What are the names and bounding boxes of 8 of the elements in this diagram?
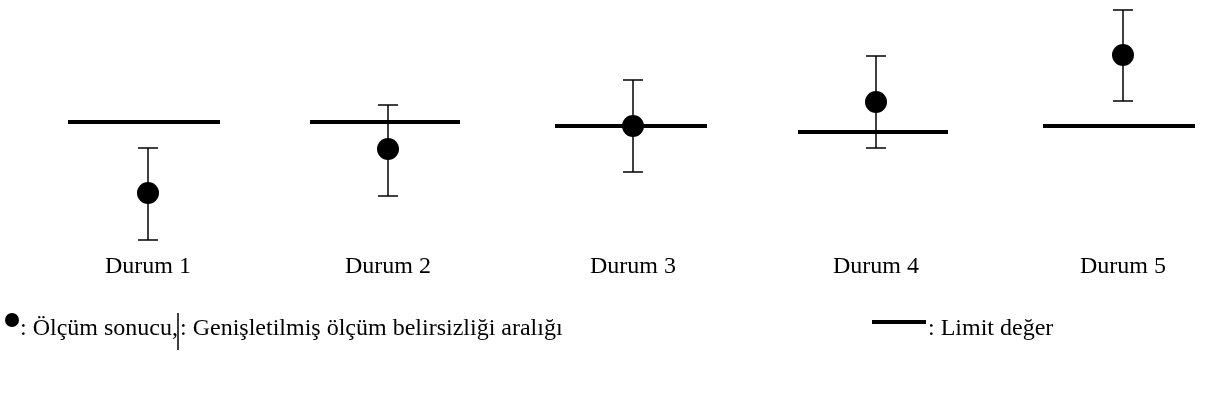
case-label: Durum 5 [1080, 251, 1166, 279]
case-label: Durum 4 [833, 251, 919, 279]
case-label: Durum 1 [105, 251, 191, 279]
case-label: Durum 2 [345, 251, 431, 279]
legend-text: : Limit değer [928, 313, 1054, 341]
legend-text: : Ölçüm sonucu, [20, 313, 178, 341]
legend-text: : Genişletilmiş ölçüm belirsizliği aralığı [180, 313, 563, 341]
case-label: Durum 3 [590, 251, 676, 279]
